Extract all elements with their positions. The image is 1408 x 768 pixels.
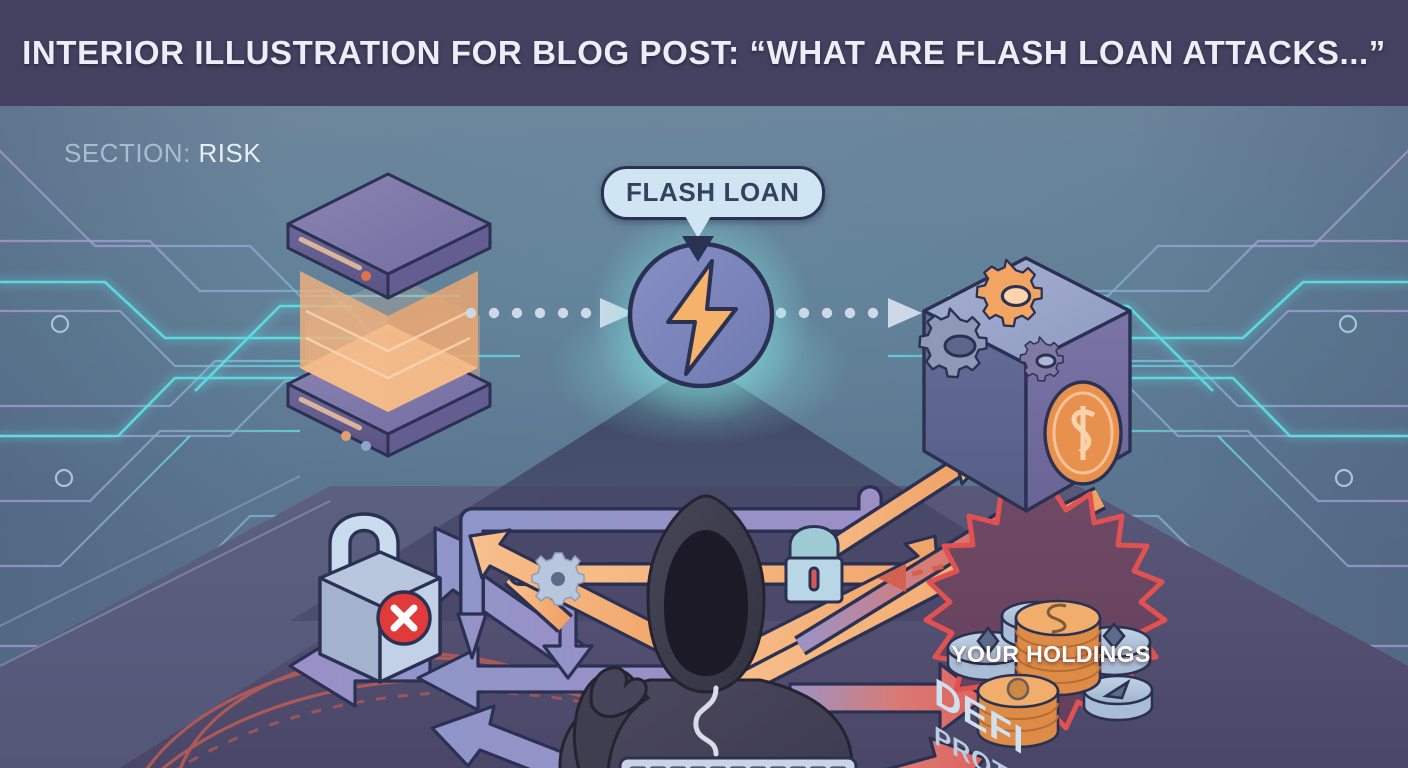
gear-icon (531, 552, 585, 606)
coin-stack-gold-front (976, 673, 1060, 749)
your-holdings-label: YOUR HOLDINGS (951, 641, 1151, 667)
section-label: SECTION: RISK (64, 138, 261, 169)
coin-stack-silver-lowright (1082, 674, 1154, 722)
flash-loan-badge: FLASH LOAN (601, 166, 825, 262)
illustration-scene: FLASH LOAN (0, 106, 1408, 768)
flash-loan-badge-label: FLASH LOAN (626, 177, 800, 207)
keyboard (618, 756, 858, 768)
your-holdings-burst (923, 483, 1168, 749)
flash-loan-badge-pill: FLASH LOAN (601, 166, 825, 220)
broken-padlock-icon (318, 512, 442, 684)
section-label-value: RISK (198, 138, 262, 168)
liquidity-pool-stack (286, 172, 492, 458)
coin-stack-silver-left (946, 625, 1030, 682)
flash-loan-node (591, 205, 811, 425)
flash-loan-badge-tail (682, 216, 714, 262)
secondary-icons (531, 525, 844, 606)
page-title: INTERIOR ILLUSTRATION FOR BLOG POST: “WH… (22, 34, 1386, 71)
hacker-figure (558, 494, 858, 768)
defi-protocol-cube: DEFI PROTOCOL (918, 256, 1132, 768)
small-padlock-icon (784, 525, 844, 604)
section-label-prefix: SECTION: (64, 138, 191, 168)
header-bar: INTERIOR ILLUSTRATION FOR BLOG POST: “WH… (0, 0, 1408, 106)
